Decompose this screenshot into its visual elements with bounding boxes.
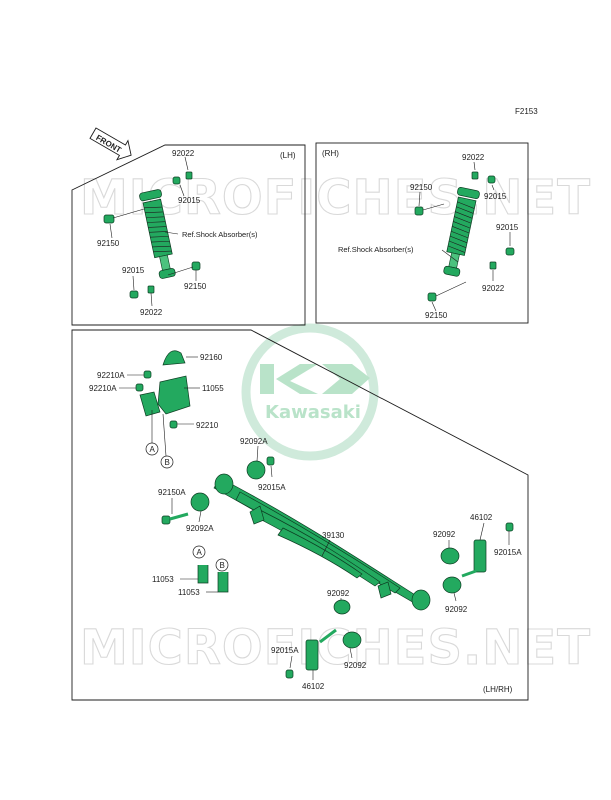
label-92022-lh-bottom: 92022: [140, 308, 163, 317]
marker-b-top: [160, 455, 174, 469]
bracket-plate: [139, 391, 161, 417]
collar-92022-lh-bottom: [147, 285, 155, 294]
label-92150-rh-bottom: 92150: [425, 311, 448, 320]
bushing-92092-center-lower: [342, 631, 362, 649]
bushing-92092-center-upper: [333, 599, 351, 615]
rh-panel: (RH) 92022 92015 92150 92015 Ref.Shock A…: [315, 142, 529, 324]
label-92015A-center: 92015A: [271, 646, 299, 655]
shackle-46102-lh: [305, 639, 319, 671]
bushing-92092A-upper: [246, 460, 266, 480]
bolt-head-92150-rh-bottom: [427, 292, 437, 302]
label-92092-center-lower: 92092: [344, 661, 367, 670]
nut-92015-rh-bottom: [505, 247, 515, 256]
leaf-spring-panel: (LH/RH) 92160 11055 92210A 92210A 92210 …: [71, 329, 529, 701]
bolt-head-92150-rh-top: [414, 206, 424, 216]
marker-b-bottom-label: B: [220, 561, 225, 570]
label-46102-lh: 46102: [302, 682, 325, 691]
label-92015A-upper: 92015A: [258, 483, 286, 492]
bolt-head-92150A: [161, 515, 171, 525]
label-92210A-upper: 92210A: [97, 371, 125, 380]
label-92015A-right: 92015A: [494, 548, 522, 557]
ref-shock-rh: Ref.Shock Absorber(s): [338, 245, 414, 254]
u-bolt-11053-b: [217, 572, 229, 593]
label-11055: 11055: [202, 384, 224, 393]
label-92092A-upper: 92092A: [240, 437, 268, 446]
label-92015-lh-bottom: 92015: [122, 266, 145, 275]
shackle-46102-rh: [473, 539, 487, 573]
bracket-11055: [157, 375, 191, 415]
label-92092-right-lower: 92092: [445, 605, 468, 614]
label-92150A: 92150A: [158, 488, 186, 497]
marker-a-top-label: A: [150, 445, 156, 454]
nut-92210A-upper: [143, 370, 152, 379]
watermark-bottom: MICROFICHES.NET: [80, 620, 591, 676]
brand-name: Kawasaki: [265, 402, 361, 423]
rh-side-label: (RH): [322, 149, 339, 158]
label-11053-b: 11053: [178, 588, 200, 597]
bushing-92092-right-upper: [440, 547, 460, 565]
u-bolt-11053-a: [197, 565, 209, 584]
nut-92015-rh-top: [487, 175, 496, 184]
label-92022-rh-bottom: 92022: [482, 284, 505, 293]
front-arrow: FRONT: [89, 127, 132, 161]
marker-a-bottom-label: A: [197, 548, 203, 557]
marker-b-bottom: [215, 558, 229, 572]
label-92022-rh-top: 92022: [462, 153, 485, 162]
label-92210A-lower: 92210A: [89, 384, 117, 393]
label-92022-lh-top: 92022: [172, 149, 195, 158]
nut-92015-lh-bottom: [129, 290, 139, 299]
leaf-spring-39130: [213, 473, 431, 611]
shock-absorber-rh: [443, 187, 480, 277]
label-11053-a: 11053: [152, 575, 174, 584]
shock-absorber-lh: [139, 189, 176, 279]
figure-code: F2153: [515, 107, 538, 116]
nut-92015-lh-top: [172, 176, 181, 185]
marker-b-top-label: B: [165, 458, 170, 467]
bottom-side-label: (LH/RH): [483, 685, 513, 694]
label-92150-rh-top: 92150: [410, 183, 433, 192]
bushing-92092A-lower: [190, 492, 210, 512]
bushing-92092-right-lower: [442, 576, 462, 594]
nut-92015A-right: [505, 522, 514, 532]
label-92015-rh-top: 92015: [484, 192, 507, 201]
label-92160: 92160: [200, 353, 223, 362]
nut-92015A-center: [285, 669, 294, 679]
label-92210: 92210: [196, 421, 219, 430]
label-92092A-lower: 92092A: [186, 524, 214, 533]
ref-shock-lh: Ref.Shock Absorber(s): [182, 230, 258, 239]
label-46102-rh: 46102: [470, 513, 493, 522]
bolt-head-92150-lh-bottom: [191, 261, 201, 271]
label-92092-right-upper: 92092: [433, 530, 456, 539]
marker-a-bottom: [192, 545, 206, 559]
label-92015-rh-bottom: 92015: [496, 223, 519, 232]
collar-92022-rh-bottom: [489, 261, 497, 270]
bump-stop-92160: [162, 350, 186, 366]
nut-92210: [169, 420, 178, 429]
lh-panel: (LH) 92022 92015 92150 Ref.Shock Absorbe…: [71, 144, 306, 326]
marker-a-top: [145, 442, 159, 456]
collar-92022-lh-top: [185, 171, 193, 180]
label-92150-lh-bottom: 92150: [184, 282, 207, 291]
collar-92022-rh-top: [471, 171, 479, 180]
bolt-head-92150-lh-top: [103, 214, 115, 224]
label-92092-center-upper: 92092: [327, 589, 350, 598]
nut-92015A-upper: [266, 456, 275, 466]
lh-side-label: (LH): [280, 151, 296, 160]
nut-92210A-lower: [135, 383, 144, 392]
label-92015-lh-top: 92015: [178, 196, 201, 205]
label-39130: 39130: [322, 531, 345, 540]
label-92150-lh-top: 92150: [97, 239, 120, 248]
